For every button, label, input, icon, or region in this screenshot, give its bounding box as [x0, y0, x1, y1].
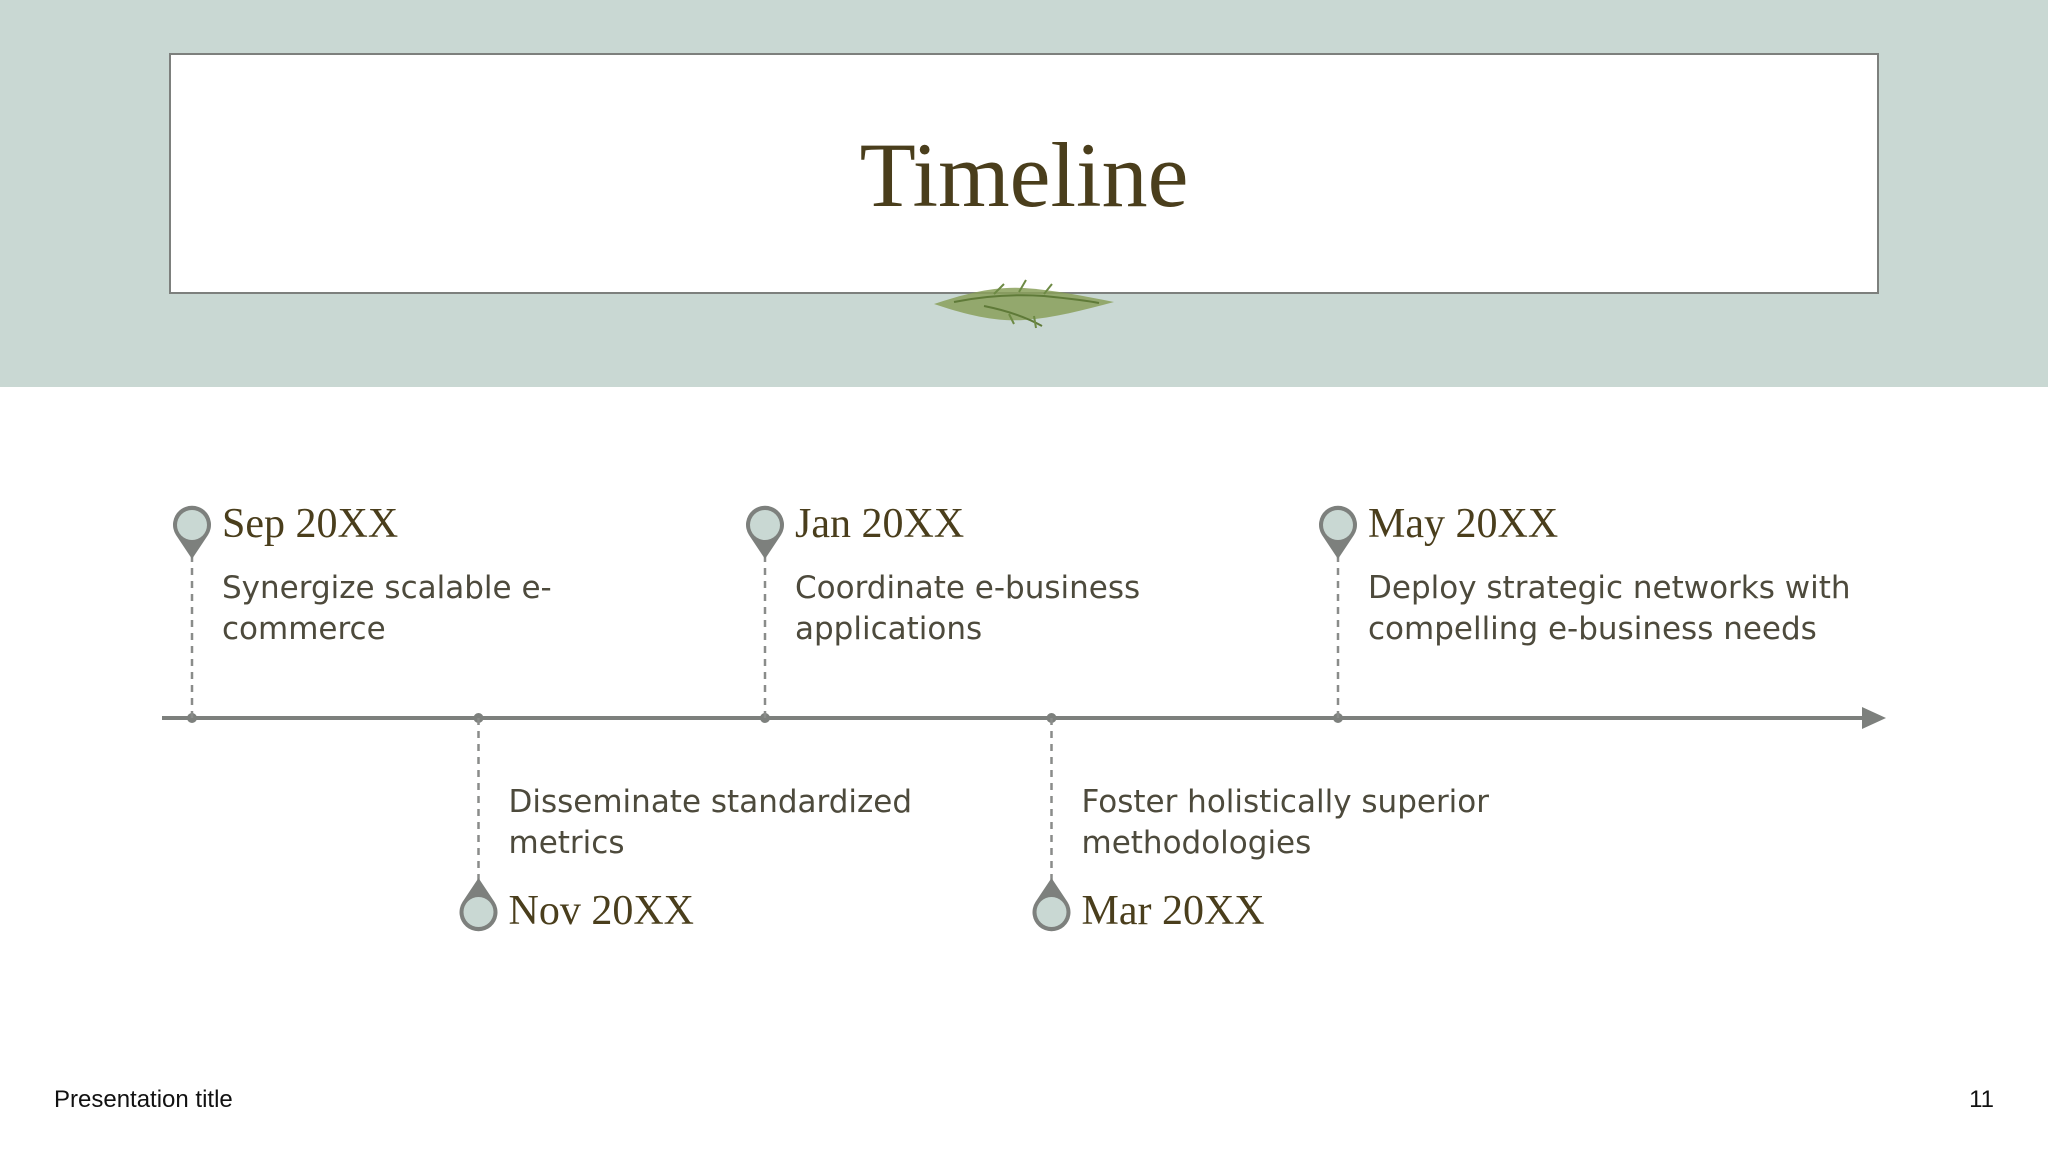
milestone-description: Foster holistically superior methodologi… — [1081, 784, 1490, 861]
milestone-date: May 20XX — [1368, 501, 1559, 547]
footer-presentation-title: Presentation title — [54, 1086, 233, 1113]
leaf-ornament-icon — [934, 279, 1114, 329]
milestone-description: Deploy strategic networks with compellin… — [1368, 570, 1851, 647]
slide-title: Timeline — [859, 124, 1189, 226]
milestone-date: Mar 20XX — [1081, 888, 1265, 934]
milestone-date: Jan 20XX — [795, 501, 965, 547]
milestone-description: Synergize scalable e-commerce — [222, 570, 552, 647]
page-number: 11 — [1969, 1086, 1994, 1113]
location-pin-inner — [750, 510, 780, 540]
location-pin-inner — [1323, 510, 1353, 540]
location-pin-inner — [463, 897, 494, 927]
timeline-arrowhead-icon — [1862, 707, 1886, 729]
milestone-description: Disseminate standardized metrics — [508, 784, 913, 861]
milestone-date: Nov 20XX — [508, 888, 695, 934]
title-box: Timeline — [169, 53, 1879, 294]
milestone-date: Sep 20XX — [222, 501, 399, 547]
milestone-description: Coordinate e-business applications — [795, 570, 1141, 647]
location-pin-inner — [177, 510, 207, 540]
location-pin-inner — [1036, 897, 1067, 927]
